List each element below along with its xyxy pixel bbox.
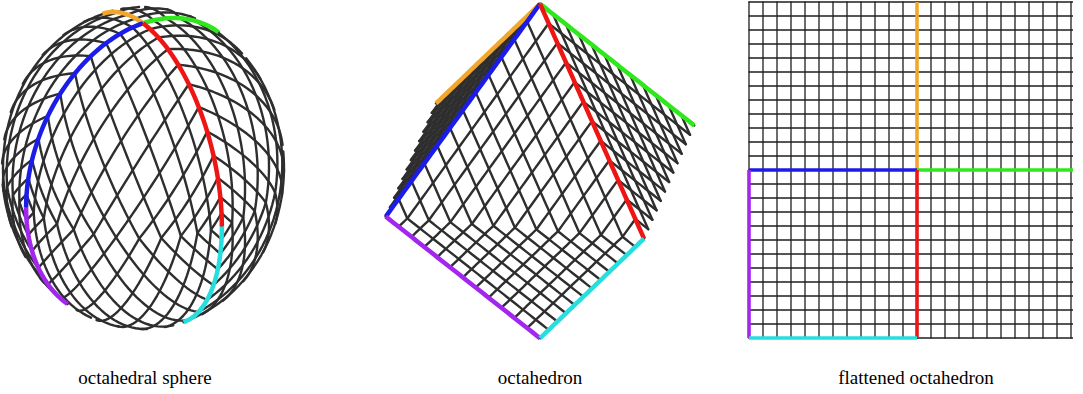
grid-line xyxy=(168,9,258,269)
grid-line xyxy=(749,155,1073,156)
colored-seam xyxy=(26,207,67,303)
grid-line xyxy=(749,197,1073,198)
colored-seam xyxy=(915,2,919,170)
grid-line xyxy=(386,217,540,339)
figure-caption: octahedron xyxy=(498,367,582,388)
colored-seam xyxy=(747,170,751,338)
grid-line xyxy=(386,4,694,217)
grid-line xyxy=(916,2,917,338)
figure-caption: octahedral sphere xyxy=(78,367,211,388)
grid-line xyxy=(399,23,690,226)
grid-line xyxy=(436,4,644,239)
colored-seam xyxy=(184,227,222,323)
grid-line xyxy=(27,25,243,220)
colored-seam xyxy=(26,23,143,207)
figure-caption-box: flattened octahedron xyxy=(838,367,994,390)
grid-line xyxy=(749,127,1073,128)
colored-seam xyxy=(540,239,644,339)
colored-seam xyxy=(915,170,919,338)
grid-line xyxy=(749,57,1073,58)
colored-seam xyxy=(102,12,143,23)
grid-line xyxy=(189,151,284,319)
colored-seam xyxy=(386,217,540,339)
grid-line xyxy=(28,36,260,235)
grid-line xyxy=(749,99,1073,100)
octahedral-sphere-figure xyxy=(2,7,284,329)
grid-line xyxy=(749,309,1073,310)
figure-caption-box: octahedron xyxy=(498,367,582,390)
grid-line xyxy=(749,113,1073,114)
grid-line xyxy=(43,39,218,269)
flattened-octahedron-figure xyxy=(749,2,1073,338)
colored-seam xyxy=(143,23,222,226)
grid-line xyxy=(749,267,1073,268)
grid-line xyxy=(749,253,1073,254)
grid-line xyxy=(415,62,479,151)
colored-seam xyxy=(143,18,219,32)
colored-seam xyxy=(540,4,644,239)
grid-line xyxy=(121,8,232,239)
grid-line xyxy=(12,8,167,235)
grid-line xyxy=(749,169,1073,170)
grid-line xyxy=(199,58,283,311)
colored-seam xyxy=(917,168,1073,172)
grid-line xyxy=(749,183,1073,184)
grid-line xyxy=(749,141,1073,142)
grid-line xyxy=(749,281,1073,282)
colored-seam xyxy=(749,168,917,172)
grid-line xyxy=(749,85,1073,86)
grid-line xyxy=(749,43,1073,44)
grid-line xyxy=(102,12,221,227)
figure-caption-box: octahedral sphere xyxy=(78,367,211,390)
grid-line xyxy=(749,337,1073,338)
grid-line xyxy=(749,239,1073,240)
grid-line xyxy=(26,18,218,207)
grid-line xyxy=(19,12,195,220)
grid-line xyxy=(749,1,1073,2)
grid-line xyxy=(394,20,523,197)
grid-line xyxy=(26,207,67,303)
grid-line xyxy=(749,211,1073,212)
grid-line xyxy=(540,239,644,339)
grid-line xyxy=(411,54,488,160)
colored-seam xyxy=(436,4,540,104)
grid-line xyxy=(749,29,1073,30)
colored-seam xyxy=(749,336,917,340)
grid-line xyxy=(617,65,669,182)
grid-line xyxy=(566,24,653,220)
grid-line xyxy=(23,56,214,286)
colored-seam xyxy=(540,4,694,126)
grid-line xyxy=(419,70,470,141)
grid-line xyxy=(749,225,1073,226)
grid-line xyxy=(749,71,1073,72)
grid-line xyxy=(749,295,1073,296)
colored-seam xyxy=(386,4,540,217)
grid-line xyxy=(748,2,749,338)
grid-line xyxy=(407,45,497,169)
grid-line xyxy=(398,29,514,189)
grid-line xyxy=(749,15,1073,16)
figure-caption: flattened octahedron xyxy=(838,367,994,388)
octahedron-figure xyxy=(386,4,694,338)
grid-line xyxy=(749,323,1073,324)
grid-line xyxy=(403,37,506,179)
